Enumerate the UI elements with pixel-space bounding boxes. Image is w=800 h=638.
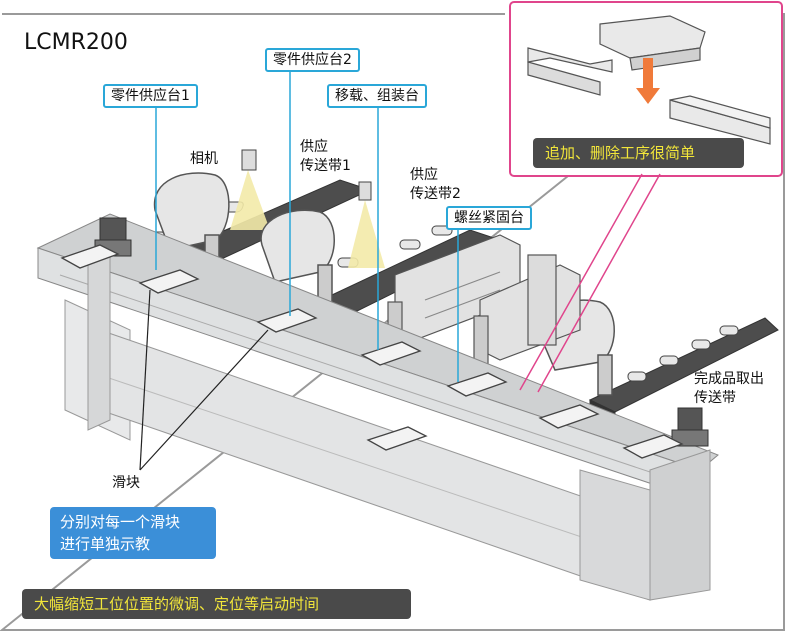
inset-connector	[519, 173, 661, 393]
sliders	[60, 244, 684, 459]
screw-unit	[473, 254, 581, 367]
label-camera: 相机	[190, 151, 218, 167]
label-slider: 滑块	[112, 475, 140, 491]
callout-move-assemble: 移载、组装台	[327, 84, 427, 108]
label-finished-conveyor-a: 完成品取出	[694, 371, 764, 387]
label-conveyor-2-a: 供应	[410, 167, 438, 183]
teaching-note-line-2: 进行单独示教	[60, 535, 151, 553]
label-conveyor-1-b: 传送带1	[300, 158, 351, 174]
motor-left	[94, 217, 132, 257]
down-arrow-head	[636, 88, 660, 104]
label-finished-conveyor-b: 传送带	[694, 390, 736, 406]
slider-leaders	[139, 289, 269, 471]
teaching-note: 分别对每一个滑块 进行单独示教	[50, 507, 216, 559]
motor-right	[671, 407, 709, 447]
callout-parts-station-1: 零件供应台1	[103, 84, 198, 108]
summary-note: 大幅缩短工位位置的微调、定位等启动时间	[22, 589, 411, 619]
callout-parts-station-2: 零件供应台2	[265, 48, 360, 72]
label-conveyor-2-b: 传送带2	[410, 186, 461, 202]
callout-leaders	[155, 70, 459, 382]
inset-note: 追加、删除工序很简单	[533, 138, 744, 168]
callout-screw-station: 螺丝紧固台	[446, 206, 532, 230]
teaching-note-line-1: 分别对每一个滑块	[60, 513, 181, 531]
label-conveyor-1-a: 供应	[300, 139, 328, 155]
product-title: LCMR200	[24, 30, 128, 55]
